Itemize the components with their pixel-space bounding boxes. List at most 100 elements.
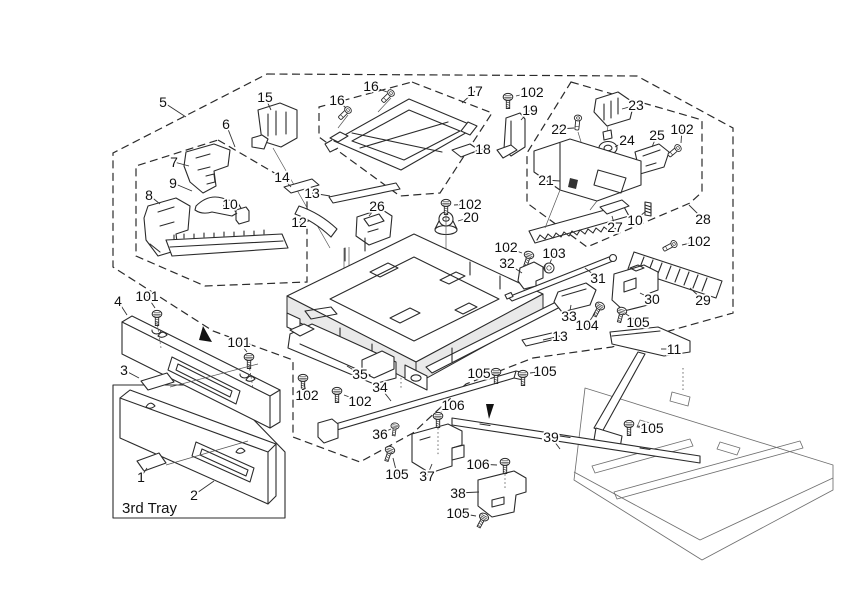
top-frame-group xyxy=(324,87,526,171)
leader-line xyxy=(515,91,533,97)
mid-right-parts xyxy=(504,238,723,347)
part-label-28: 28 xyxy=(695,211,711,227)
part-label-105: 105 xyxy=(385,466,409,482)
part-label-5: 5 xyxy=(159,94,167,110)
part-label-16: 16 xyxy=(363,78,379,94)
part-label-22: 22 xyxy=(551,121,567,137)
part-label-23: 23 xyxy=(628,97,644,113)
leader-line xyxy=(193,480,215,496)
leader-line xyxy=(611,215,616,228)
part-label-12: 12 xyxy=(291,214,307,230)
part-7-bracket xyxy=(183,143,231,194)
part-label-102: 102 xyxy=(687,233,711,249)
part-label-104: 104 xyxy=(575,317,599,333)
leader-line xyxy=(506,262,523,274)
leader-line xyxy=(529,370,546,374)
leader-line xyxy=(639,292,653,300)
part-label-3: 3 xyxy=(120,362,128,378)
leader-line xyxy=(461,90,476,104)
leader-line xyxy=(343,394,361,402)
orientation-arrow xyxy=(199,326,212,342)
screw-102 xyxy=(331,386,343,403)
leader-line xyxy=(471,148,484,154)
leader-line xyxy=(225,123,236,148)
group-17-outline xyxy=(318,81,493,197)
part-label-31: 31 xyxy=(590,270,606,286)
leader-line xyxy=(303,383,308,396)
group-28-outline xyxy=(526,81,703,248)
leader-line xyxy=(457,491,480,494)
part-label-6: 6 xyxy=(222,116,230,132)
tray-box-caption: 3rd Tray xyxy=(122,500,178,517)
part-label-106: 106 xyxy=(441,397,465,413)
leader-line xyxy=(681,240,700,246)
part-label-102: 102 xyxy=(348,393,372,409)
part-label-9: 9 xyxy=(169,175,177,191)
screw-102 xyxy=(661,238,679,254)
leader-line xyxy=(173,161,190,167)
leader-line xyxy=(520,109,531,121)
part-label-106: 106 xyxy=(466,456,490,472)
part-label-8: 8 xyxy=(145,187,153,203)
leader-line xyxy=(123,369,140,379)
part-1-strip xyxy=(136,452,167,472)
part-39-rail xyxy=(451,417,701,464)
leader-line xyxy=(568,304,572,317)
part-label-101: 101 xyxy=(135,288,159,304)
leader-line xyxy=(457,512,477,517)
part-label-25: 25 xyxy=(649,127,665,143)
part-label-102: 102 xyxy=(458,196,482,212)
screw-102 xyxy=(502,92,514,109)
part-label-13: 13 xyxy=(304,185,320,201)
part-label-105: 105 xyxy=(467,365,491,381)
leader-line xyxy=(586,312,596,326)
part-13-strip xyxy=(328,182,401,204)
part-label-34: 34 xyxy=(372,379,388,395)
leader-line xyxy=(311,192,331,197)
part-label-10: 10 xyxy=(627,212,643,228)
part-38-bracket xyxy=(477,470,527,518)
leader-line xyxy=(281,176,292,188)
outer-boundary-group-5 xyxy=(112,73,734,463)
part-33-plate xyxy=(553,282,597,313)
leader-line xyxy=(625,313,639,323)
leader-line xyxy=(426,463,433,477)
part-103-nut xyxy=(543,262,555,274)
screw-105 xyxy=(623,419,635,436)
part-12-curved-strip xyxy=(294,205,338,238)
screw-105 xyxy=(473,511,491,530)
part-14-pad xyxy=(283,178,320,194)
leader-line xyxy=(477,463,498,466)
part-label-18: 18 xyxy=(475,141,491,157)
part-label-102: 102 xyxy=(494,239,518,255)
leader-line xyxy=(558,127,575,130)
leader-line xyxy=(688,204,704,220)
leader-line xyxy=(162,101,187,118)
part-26-latch xyxy=(355,208,393,246)
leader-line xyxy=(584,267,599,279)
part-label-39: 39 xyxy=(543,429,559,445)
screw-102 xyxy=(665,142,684,159)
part-3-strip xyxy=(140,372,175,391)
part-27-pad xyxy=(599,199,630,215)
leader-line xyxy=(453,203,471,206)
part-label-38: 38 xyxy=(450,485,466,501)
part-label-101: 101 xyxy=(227,334,251,350)
leader-line xyxy=(542,335,561,341)
part-label-105: 105 xyxy=(446,505,470,521)
leader-line xyxy=(238,341,248,353)
part-label-102: 102 xyxy=(520,84,544,100)
part-label-105: 105 xyxy=(640,420,664,436)
part-label-36: 36 xyxy=(372,426,388,442)
leader-line xyxy=(651,134,658,148)
part-label-19: 19 xyxy=(522,102,538,118)
leader-line xyxy=(336,99,347,109)
part-label-105: 105 xyxy=(533,363,557,379)
leader-line xyxy=(505,246,523,254)
part-label-2: 2 xyxy=(190,487,198,503)
part-label-35: 35 xyxy=(352,366,368,382)
part-label-14: 14 xyxy=(274,169,290,185)
leader-line xyxy=(550,436,561,450)
part-label-102: 102 xyxy=(670,121,694,137)
